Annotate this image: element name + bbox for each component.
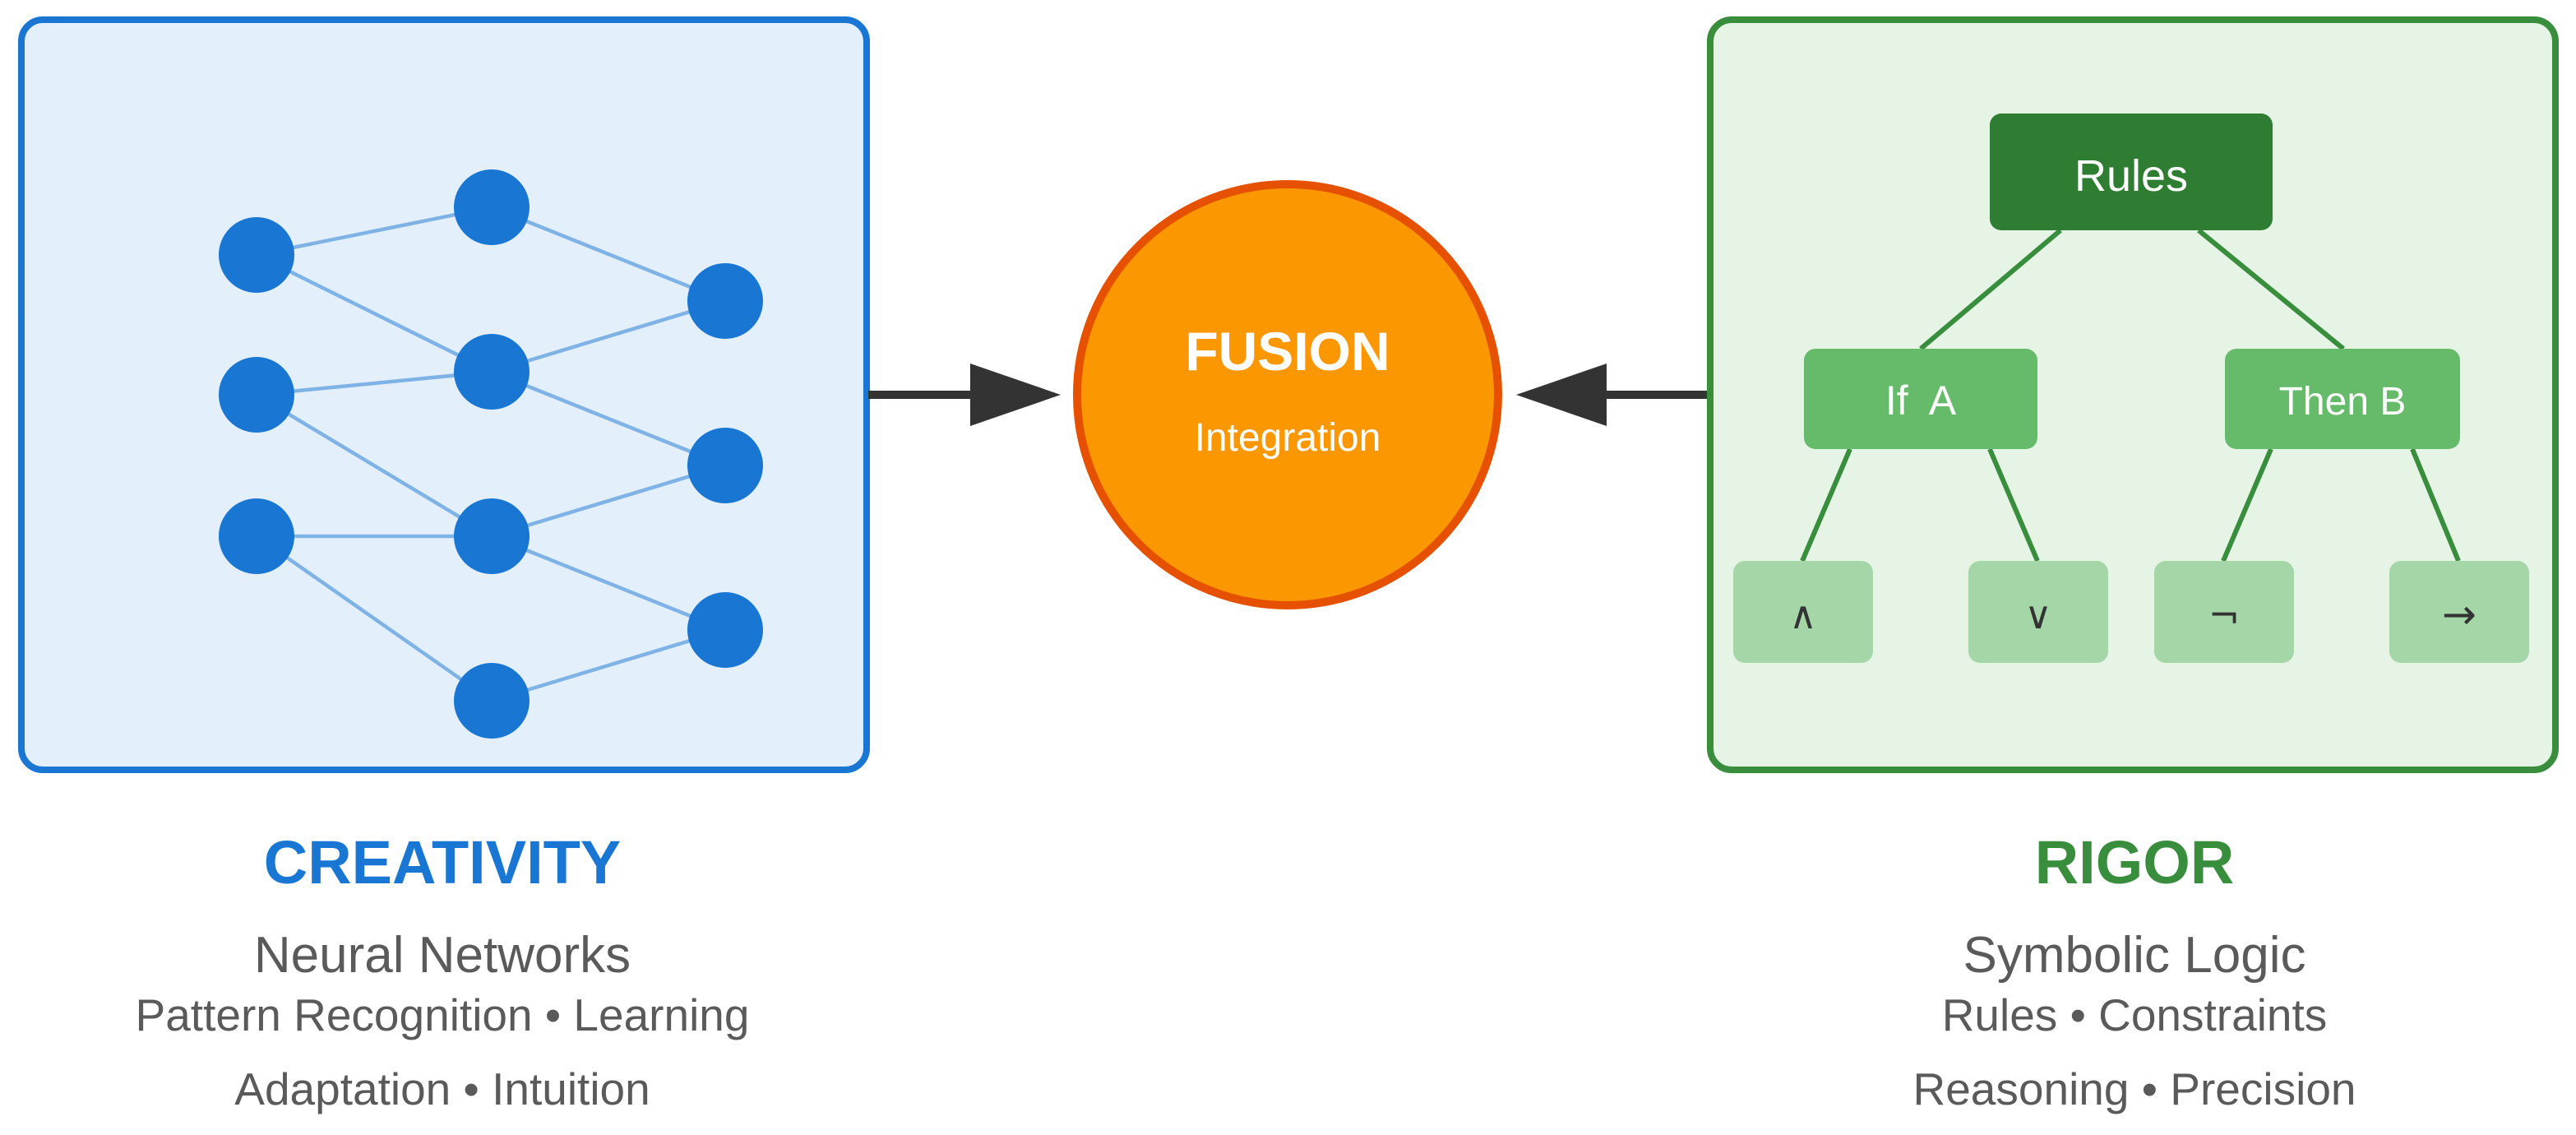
creativity-title: CREATIVITY [263, 828, 622, 896]
neural-network-nodes [219, 169, 763, 739]
neural-node [454, 334, 530, 410]
leaf-or-node [1968, 561, 2108, 663]
neural-edge [491, 534, 726, 632]
rigor-title: RIGOR [2034, 828, 2235, 896]
neural-node [454, 663, 530, 739]
neural-network-edges [255, 205, 726, 703]
tree-edge [1919, 228, 2062, 351]
neural-edge [256, 369, 493, 397]
leaf-and-node [1733, 561, 1873, 663]
neural-edge [491, 369, 726, 468]
creativity-subtitle: Neural Networks [253, 927, 631, 984]
if-a-node-label: If A [1885, 378, 1957, 424]
arrow-rigor-to-fusion [1516, 364, 1709, 426]
creativity-line-1: Pattern Recognition • Learning [135, 989, 750, 1040]
rules-node [1990, 114, 2273, 230]
logic-tree-edges [1800, 228, 2461, 563]
leaf-implies-label: → [2442, 591, 2477, 638]
neural-node [219, 357, 294, 433]
if-a-node [1804, 349, 2037, 449]
leaf-and-label: ∧ [1789, 593, 1817, 637]
then-b-node [2225, 349, 2460, 449]
neural-node [687, 592, 763, 668]
then-b-node-label: Then B [2279, 380, 2407, 424]
leaf-not-label: ¬ [2208, 593, 2241, 637]
rigor-line-2: Reasoning • Precision [1912, 1063, 2356, 1114]
tree-edge [1987, 447, 2040, 563]
neural-edge [491, 628, 726, 703]
tree-edge [2197, 228, 2345, 351]
tree-edge [1800, 447, 1852, 563]
neural-node [454, 498, 530, 574]
leaf-not-node [2154, 561, 2294, 663]
neural-edge [491, 299, 726, 374]
neural-node [687, 263, 763, 339]
neural-edge [255, 252, 493, 374]
tree-edge [2410, 447, 2461, 563]
fusion-title: FUSION [1185, 321, 1390, 382]
rigor-line-1: Rules • Constraints [1941, 989, 2328, 1040]
rules-node-label: Rules [2074, 151, 2188, 201]
neural-edge [256, 205, 493, 257]
creativity-panel [18, 16, 870, 773]
fusion-circle [1073, 180, 1502, 609]
leaf-or-label: ∨ [2024, 593, 2052, 637]
neural-edge [491, 205, 726, 303]
arrow-creativity-to-fusion [868, 364, 1061, 426]
rigor-subtitle: Symbolic Logic [1963, 927, 2306, 984]
neural-edge [491, 463, 726, 539]
neural-node [687, 428, 763, 503]
neural-edge [255, 393, 493, 538]
neural-node [219, 217, 294, 293]
leaf-implies-node [2389, 561, 2529, 663]
tree-edge [2221, 447, 2273, 563]
creativity-line-2: Adaptation • Intuition [234, 1063, 650, 1114]
neural-edge [255, 535, 493, 702]
neural-node [219, 498, 294, 574]
rigor-panel [1707, 16, 2559, 773]
neural-node [454, 169, 530, 245]
fusion-subtitle: Integration [1195, 416, 1381, 460]
